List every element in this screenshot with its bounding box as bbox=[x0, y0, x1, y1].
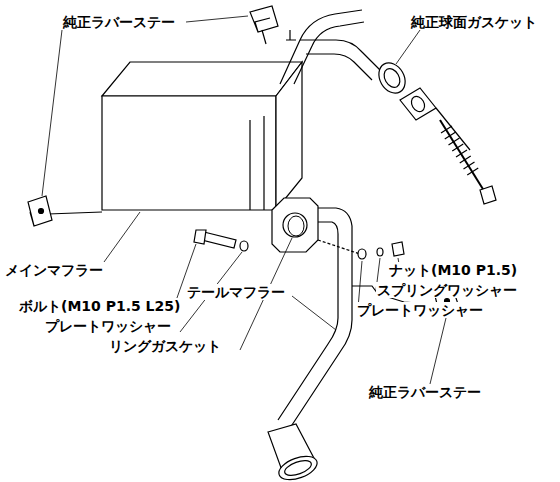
zigzag bbox=[262, 30, 266, 44]
part-label: プレートワッシャー bbox=[356, 302, 484, 318]
spring bbox=[441, 126, 478, 175]
plate-washer bbox=[240, 241, 248, 251]
nut bbox=[480, 186, 496, 204]
main-muffler bbox=[276, 62, 302, 210]
bolt bbox=[202, 232, 236, 248]
spring-washer bbox=[377, 248, 383, 256]
flange bbox=[272, 198, 318, 252]
part-label: メインマフラー bbox=[4, 262, 104, 278]
leader-line bbox=[430, 318, 446, 384]
spherical-gasket bbox=[381, 66, 403, 90]
bolt-head bbox=[194, 230, 206, 244]
part-label: 純正ラバーステー bbox=[62, 14, 176, 30]
part-label: リングガスケット bbox=[108, 338, 222, 354]
leader-line bbox=[104, 212, 140, 262]
flange bbox=[400, 88, 436, 120]
inlet-pipe bbox=[306, 54, 372, 80]
hanger-rod bbox=[48, 212, 102, 214]
spherical-gasket bbox=[374, 58, 411, 98]
inlet-pipe bbox=[294, 22, 364, 84]
tail-muffler bbox=[278, 222, 338, 420]
bracket bbox=[286, 30, 296, 40]
flange-hole bbox=[283, 213, 307, 237]
part-label: プレートワッシャー bbox=[44, 318, 172, 334]
hole bbox=[39, 209, 44, 214]
part-label: 純正ラバーステー bbox=[368, 384, 482, 400]
outlet-pipe bbox=[250, 116, 264, 210]
main-muffler bbox=[102, 62, 302, 96]
part-label: 純正球面ガスケット bbox=[410, 14, 538, 30]
part-label: スプリングワッシャー bbox=[376, 282, 518, 298]
part-label: ナット(M10 P1.5) bbox=[388, 262, 518, 278]
leader-lines bbox=[42, 16, 446, 384]
leader-line bbox=[292, 296, 336, 330]
leader-line bbox=[396, 30, 420, 64]
spring-bolt bbox=[440, 120, 486, 194]
main-muffler bbox=[102, 96, 276, 210]
bolt-axis bbox=[318, 240, 360, 254]
part-label: テールマフラー bbox=[186, 284, 286, 300]
tail-muffler bbox=[290, 208, 352, 428]
rubber-stay bbox=[28, 196, 52, 226]
flange bbox=[409, 94, 427, 114]
ring-gasket bbox=[288, 216, 304, 236]
tail-tip bbox=[276, 452, 320, 482]
leader-line bbox=[42, 30, 62, 196]
leader-line bbox=[186, 16, 248, 22]
pipe bbox=[436, 108, 470, 150]
tail-tip bbox=[283, 458, 313, 479]
part-label: ボルト(M10 P1.5 L25) bbox=[18, 298, 181, 314]
rubber-stay bbox=[250, 6, 278, 32]
nut bbox=[392, 242, 404, 256]
leader-line bbox=[358, 261, 362, 308]
plate-washer bbox=[358, 249, 366, 259]
inlet-pipe bbox=[280, 10, 362, 84]
